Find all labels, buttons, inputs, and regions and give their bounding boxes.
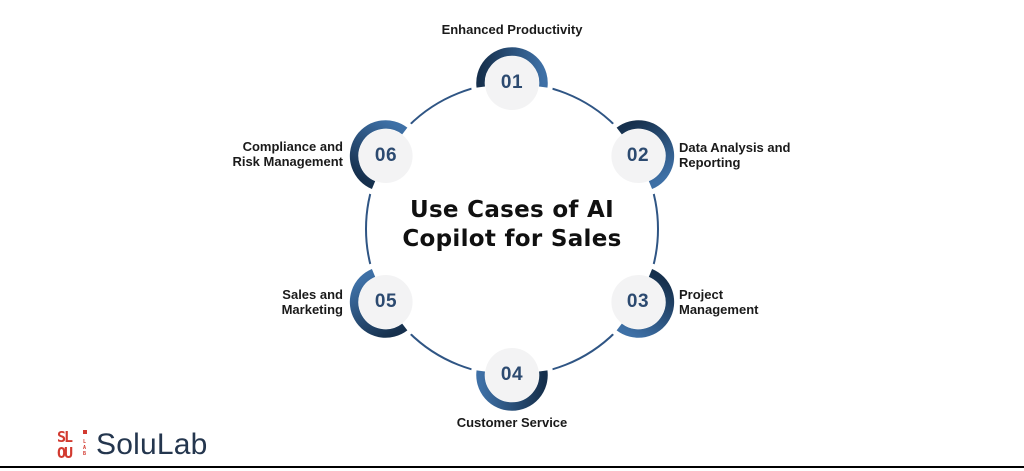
label-line: Project [679, 287, 724, 302]
node-arc-01 [476, 47, 548, 88]
label-line: Compliance and [242, 139, 343, 154]
label-line: Data Analysis and [679, 140, 791, 155]
svg-text:B: B [83, 451, 86, 457]
label-line: Risk Management [232, 154, 343, 169]
svg-text:OU: OU [57, 444, 73, 462]
solulab-logo-mark-icon: SL OU L A B [57, 428, 87, 462]
solulab-logo-text: SoluLab [96, 428, 208, 461]
node-label-data-analysis-and-reporting: Data Analysis and Reporting [679, 140, 829, 170]
solulab-logo: SL OU L A B SoluLab [57, 426, 208, 464]
diagram-title-line-1: Use Cases of AI [409, 197, 615, 223]
node-disc-04 [485, 348, 539, 402]
node-disc-01 [485, 56, 539, 110]
node-arc-03 [616, 268, 675, 338]
node-disc-06 [358, 129, 413, 183]
node-arc-04 [476, 370, 548, 411]
node-label-project-management: Project Management [679, 287, 829, 317]
diagram-title-line-2: Copilot for Sales [402, 226, 622, 252]
svg-text:A: A [83, 445, 86, 451]
node-arc-05 [349, 268, 408, 338]
svg-text:SL: SL [57, 428, 73, 446]
bottom-divider [0, 466, 1024, 468]
node-arc-02 [616, 120, 675, 190]
node-number-01: 01 [500, 72, 524, 93]
node-number-03: 03 [626, 291, 650, 312]
node-number-02: 02 [626, 145, 650, 166]
node-disc-03 [611, 275, 666, 329]
label-line: Management [679, 302, 759, 317]
node-number-06: 06 [374, 145, 398, 166]
node-disc-05 [358, 275, 413, 329]
node-number-04: 04 [500, 364, 524, 385]
label-line: Customer Service [456, 415, 568, 430]
node-label-enhanced-productivity: Enhanced Productivity [352, 22, 672, 37]
svg-text:L: L [83, 439, 86, 445]
node-label-compliance-and-risk-management: Compliance and Risk Management [183, 139, 343, 169]
node-arc-06 [349, 120, 408, 190]
node-number-05: 05 [374, 291, 398, 312]
label-line: Marketing [281, 302, 343, 317]
label-line: Sales and [282, 287, 343, 302]
label-line: Enhanced Productivity [441, 22, 583, 37]
node-label-sales-and-marketing: Sales and Marketing [183, 287, 343, 317]
node-disc-02 [611, 129, 666, 183]
node-label-customer-service: Customer Service [352, 415, 672, 430]
label-line: Reporting [679, 155, 741, 170]
diagram-title: Use Cases of AI Copilot for Sales [352, 196, 672, 254]
